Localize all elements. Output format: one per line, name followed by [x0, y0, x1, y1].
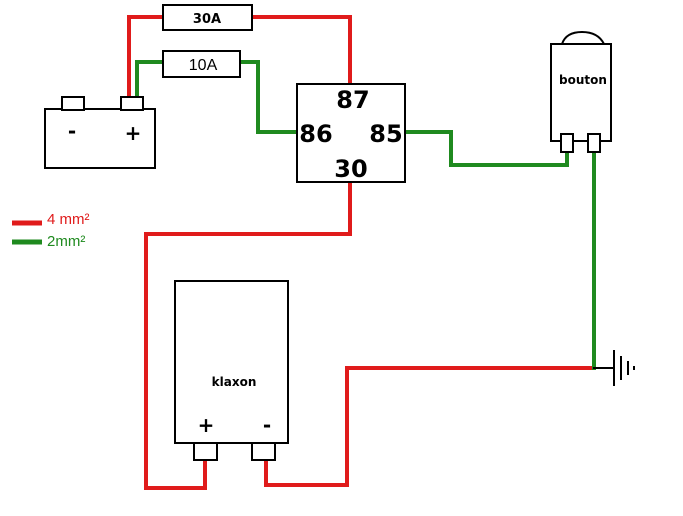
wire-relay30-to-klaxon-plus [144, 180, 352, 490]
ground-icon [593, 350, 635, 386]
battery-plus-label: + [125, 121, 142, 145]
fuse-30a: 30A [162, 4, 253, 31]
klaxon-minus-terminal [251, 442, 276, 461]
klaxon: klaxon + - [174, 280, 289, 461]
fuse-30a-label: 30A [193, 12, 221, 27]
green-wires [135, 60, 596, 370]
wire-battery-to-fuse30 [127, 15, 165, 100]
relay-pin-86: 86 [299, 120, 332, 148]
legend-red-label: 4 mm² [47, 211, 90, 228]
klaxon-minus-label: - [263, 413, 271, 437]
klaxon-plus-label: + [198, 413, 215, 437]
wire-fuse30-to-relay87 [250, 15, 352, 86]
klaxon-label: klaxon [212, 375, 257, 389]
fuse-10a-label: 10A [189, 57, 218, 74]
legend: 4 mm² 2mm² [12, 211, 90, 250]
bouton-terminal-right [587, 133, 601, 153]
wire-battery-to-fuse10 [135, 60, 165, 100]
wire-relay85-to-bouton [403, 130, 569, 167]
battery-plus-terminal [120, 96, 144, 111]
wire-fuse10-to-relay86 [238, 60, 300, 134]
bouton-label: bouton [559, 73, 607, 87]
battery: - + [44, 96, 156, 169]
relay-pin-85: 85 [369, 120, 402, 148]
battery-minus-terminal [61, 96, 85, 111]
red-wires [127, 15, 595, 490]
relay-pin-30: 30 [334, 155, 367, 183]
bouton: bouton [550, 30, 612, 153]
relay: 87 86 85 30 [296, 83, 406, 183]
klaxon-plus-terminal [193, 442, 218, 461]
fuse-10a: 10A [162, 50, 241, 78]
battery-minus-label: - [68, 119, 76, 143]
relay-pin-87: 87 [336, 86, 369, 114]
bouton-dome [561, 30, 605, 45]
legend-green-label: 2mm² [47, 233, 85, 250]
wire-klaxon-minus-to-ground [264, 366, 595, 487]
bouton-terminal-left [560, 133, 574, 153]
